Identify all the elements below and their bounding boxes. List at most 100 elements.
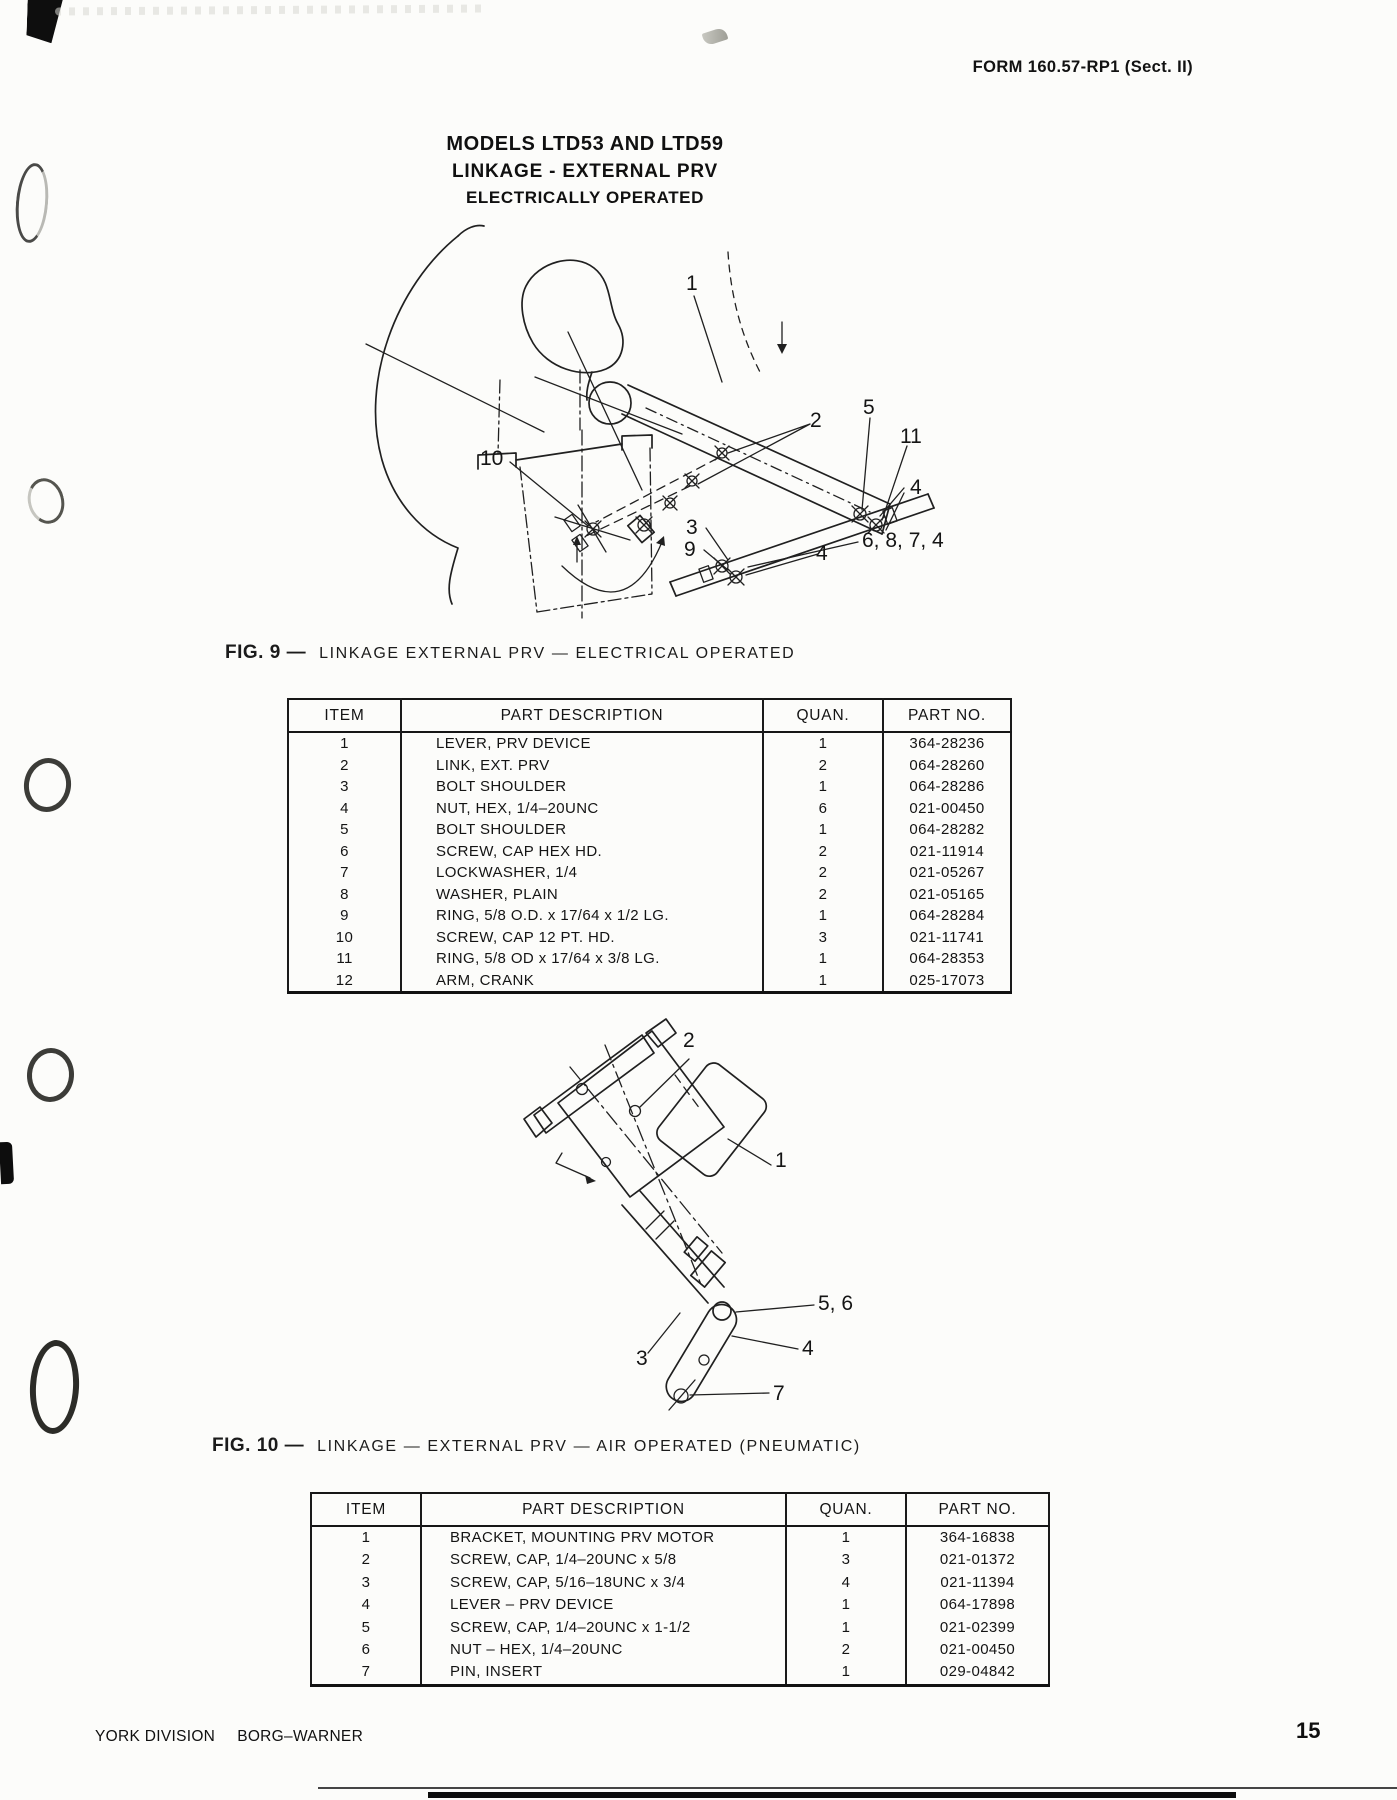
table-cell: 1 bbox=[762, 905, 883, 927]
table-cell: SCREW, CAP 12 PT. HD. bbox=[400, 926, 763, 948]
fig10-callout-56: 5, 6 bbox=[818, 1292, 853, 1315]
table-cell: 4 bbox=[785, 1571, 906, 1595]
scan-smudge bbox=[701, 26, 729, 47]
fig9-callout-4b: 4 bbox=[816, 542, 828, 565]
figure9-caption-text: LINKAGE EXTERNAL PRV — ELECTRICAL OPERAT… bbox=[319, 645, 796, 662]
page-number: 15 bbox=[1296, 1718, 1321, 1743]
table-header-row: ITEM PART DESCRIPTION QUAN. PART NO. bbox=[310, 1493, 1049, 1526]
col-header-description: PART DESCRIPTION bbox=[400, 699, 763, 732]
fig9-callout-9: 9 bbox=[684, 538, 696, 561]
scan-edge-mark bbox=[0, 1141, 15, 1185]
fig9-callout-10: 10 bbox=[480, 447, 503, 470]
table-cell: 064-28260 bbox=[882, 754, 1011, 776]
figure10-label: FIG. 10 — bbox=[212, 1435, 305, 1456]
table-cell: 1 bbox=[762, 819, 883, 841]
table-cell: 064-28286 bbox=[882, 776, 1011, 798]
table-cell: SCREW, CAP HEX HD. bbox=[400, 840, 763, 862]
table-cell: 364-16838 bbox=[905, 1526, 1049, 1550]
col-header-part-no: PART NO. bbox=[882, 699, 1011, 732]
form-number: FORM 160.57-RP1 (Sect. II) bbox=[972, 58, 1193, 76]
table-cell: 029-04842 bbox=[905, 1661, 1049, 1686]
table-cell: ARM, CRANK bbox=[400, 969, 763, 993]
table-cell: 1 bbox=[785, 1526, 906, 1550]
fig10-callout-7: 7 bbox=[773, 1382, 785, 1405]
table-cell: BRACKET, MOUNTING PRV MOTOR bbox=[420, 1526, 786, 1550]
fig10-callout-2: 2 bbox=[683, 1029, 695, 1052]
table-cell: SCREW, CAP, 1/4–20UNC x 5/8 bbox=[420, 1549, 786, 1572]
table-cell: 025-17073 bbox=[882, 969, 1011, 993]
table-cell: WASHER, PLAIN bbox=[400, 883, 763, 905]
fig9-callout-6874: 6, 8, 7, 4 bbox=[862, 529, 944, 552]
table-cell: 1 bbox=[762, 776, 883, 798]
table-cell: 7 bbox=[310, 1661, 421, 1686]
table-cell: NUT, HEX, 1/4–20UNC bbox=[400, 797, 763, 819]
table-cell: 021-02399 bbox=[905, 1616, 1049, 1640]
table-cell: 2 bbox=[762, 840, 883, 862]
table-cell: SCREW, CAP, 1/4–20UNC x 1-1/2 bbox=[420, 1616, 786, 1640]
table-cell: 364-28236 bbox=[882, 732, 1011, 755]
footer-division: YORK DIVISION bbox=[95, 1728, 216, 1745]
table-cell: LOCKWASHER, 1/4 bbox=[400, 862, 763, 884]
figure10-caption-text: LINKAGE — EXTERNAL PRV — AIR OPERATED (P… bbox=[317, 1438, 861, 1455]
footer-company: BORG–WARNER bbox=[237, 1728, 364, 1745]
table-cell: 1 bbox=[785, 1594, 906, 1617]
col-header-description: PART DESCRIPTION bbox=[420, 1493, 786, 1526]
table-cell: 4 bbox=[310, 1594, 421, 1617]
table-cell: 064-17898 bbox=[905, 1594, 1049, 1617]
table-cell: 12 bbox=[287, 969, 401, 993]
table-cell: 064-28282 bbox=[882, 819, 1011, 841]
page-title: MODELS LTD53 AND LTD59 LINKAGE - EXTERNA… bbox=[400, 131, 770, 210]
col-header-part-no: PART NO. bbox=[905, 1493, 1049, 1526]
table-cell: 1 bbox=[785, 1661, 906, 1686]
table-cell: 021-01372 bbox=[905, 1549, 1049, 1572]
punch-hole bbox=[22, 474, 70, 528]
table-cell: 7 bbox=[287, 862, 401, 884]
table-cell: 4 bbox=[287, 797, 401, 819]
fig9-callout-1: 1 bbox=[686, 272, 698, 295]
col-header-quantity: QUAN. bbox=[785, 1493, 906, 1526]
table-cell: 10 bbox=[287, 926, 401, 948]
table-cell: 021-05267 bbox=[882, 862, 1011, 884]
table-cell: 11 bbox=[287, 948, 401, 970]
punch-hole bbox=[12, 161, 52, 245]
table-cell: 6 bbox=[310, 1639, 421, 1662]
table-cell: 2 bbox=[785, 1639, 906, 1662]
table-cell: 021-00450 bbox=[905, 1639, 1049, 1662]
title-line-linkage: LINKAGE - EXTERNAL PRV bbox=[451, 161, 719, 182]
table-cell: 9 bbox=[287, 905, 401, 927]
table-cell: RING, 5/8 OD x 17/64 x 3/8 LG. bbox=[400, 948, 763, 970]
table-cell: LINK, EXT. PRV bbox=[400, 754, 763, 776]
table-cell: 1 bbox=[287, 732, 401, 755]
table-cell: 5 bbox=[287, 819, 401, 841]
table-cell: 3 bbox=[762, 926, 883, 948]
table-cell: BOLT SHOULDER bbox=[400, 776, 763, 798]
page-bottom-bar bbox=[428, 1792, 1236, 1798]
table-cell: 1 bbox=[785, 1616, 906, 1640]
punch-hole bbox=[27, 1338, 82, 1436]
page-bottom-rule bbox=[318, 1787, 1397, 1789]
figure9-caption: FIG. 9 —LINKAGE EXTERNAL PRV — ELECTRICA… bbox=[225, 642, 795, 664]
table-cell: SCREW, CAP, 5/16–18UNC x 3/4 bbox=[420, 1571, 786, 1595]
fig9-callout-2: 2 bbox=[810, 409, 822, 432]
title-line-operated: ELECTRICALLY OPERATED bbox=[465, 188, 705, 207]
table-cell: 021-00450 bbox=[882, 797, 1011, 819]
col-header-item: ITEM bbox=[310, 1493, 421, 1526]
table-header-row: ITEM PART DESCRIPTION QUAN. PART NO. bbox=[287, 699, 1011, 732]
title-line-models: MODELS LTD53 AND LTD59 bbox=[446, 133, 724, 155]
scan-noise-band bbox=[54, 4, 486, 16]
